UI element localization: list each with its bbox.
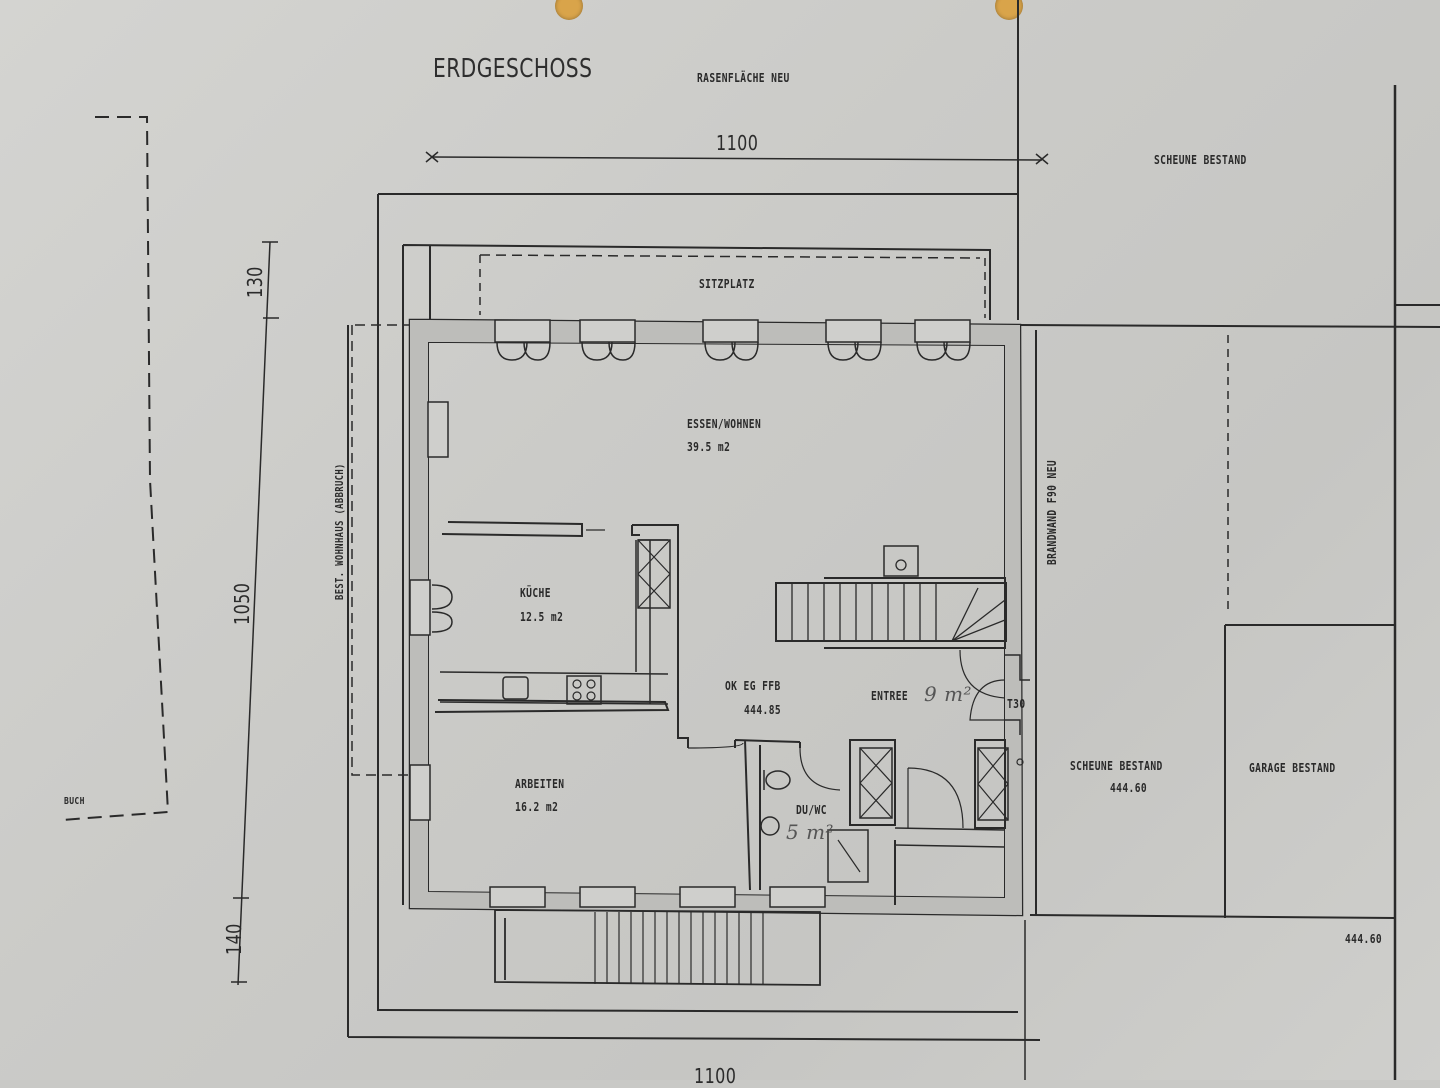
ground-level-value: 444.60 — [1345, 932, 1383, 946]
punch-hole — [995, 0, 1023, 20]
level-marker-value: 444.85 — [744, 703, 782, 717]
neighbor-scheune-name: SCHEUNE BESTAND — [1070, 759, 1163, 773]
room-arbeiten-name: ARBEITEN — [515, 777, 565, 791]
buch-label: BUCH — [64, 796, 85, 807]
neighbor-scheune-level: 444.60 — [1110, 781, 1148, 795]
left-dimension-top: 130 — [243, 266, 267, 298]
level-marker-label: OK EG FFB — [725, 679, 781, 693]
left-dimension-middle: 1050 — [230, 582, 254, 625]
bottom-width-dimension: 1100 — [694, 1064, 737, 1088]
room-kueche-name: KÜCHE — [520, 586, 551, 600]
room-entree-area: 9 m² — [924, 682, 973, 706]
door-rating-t30: T30 — [1007, 697, 1026, 711]
existing-house-label: BEST. WOHNHAUS (ABBRUCH) — [333, 463, 346, 600]
neighbor-scheune-top: SCHEUNE BESTAND — [1154, 153, 1247, 167]
lawn-note: RASENFLÄCHE NEU — [697, 71, 790, 85]
top-width-dimension: 1100 — [716, 131, 759, 155]
room-kueche-area: 12.5 m2 — [520, 610, 564, 624]
room-du-wc-name: DU/WC — [796, 803, 827, 817]
neighbor-garage-name: GARAGE BESTAND — [1249, 761, 1336, 775]
punch-hole — [555, 0, 583, 20]
room-entree-name: ENTREE — [871, 689, 909, 703]
firewall-label: BRANDWAND F90 NEU — [1045, 459, 1059, 565]
room-arbeiten-area: 16.2 m2 — [515, 800, 559, 814]
left-dimension-bottom: 140 — [222, 923, 246, 955]
room-sitzplatz: SITZPLATZ — [699, 277, 755, 291]
floor-title: ERDGESCHOSS — [433, 54, 593, 84]
room-essen-wohnen-area: 39.5 m2 — [687, 440, 731, 454]
room-du-wc-area: 5 m² — [786, 820, 835, 844]
room-essen-wohnen-name: ESSEN/WOHNEN — [687, 417, 762, 431]
